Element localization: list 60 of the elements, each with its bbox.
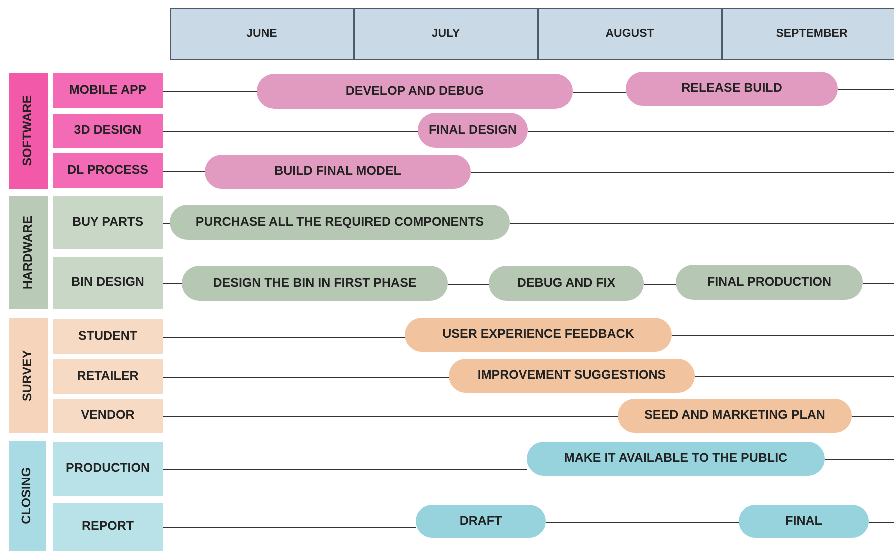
timeline-line: [162, 131, 418, 132]
timeline-line: [470, 172, 894, 173]
category-label: SURVEY: [22, 350, 36, 402]
task-bar: BUILD FINAL MODEL: [205, 155, 471, 189]
timeline-line: [528, 131, 894, 132]
timeline-line: [824, 459, 894, 460]
row-label-box: MOBILE APP: [53, 73, 163, 108]
task-bar: PURCHASE ALL THE REQUIRED COMPONENTS: [170, 205, 510, 240]
timeline-line: [838, 89, 894, 90]
row-label-box: STUDENT: [53, 319, 163, 354]
task-bar: DEVELOP AND DEBUG: [257, 74, 573, 109]
timeline-line: [852, 416, 894, 417]
timeline-line: [510, 223, 894, 224]
row-label-box: REPORT: [53, 503, 163, 551]
task-bar: RELEASE BUILD: [626, 72, 838, 106]
timeline-line: [162, 91, 258, 92]
timeline-line: [162, 416, 618, 417]
row-label-box: BIN DESIGN: [53, 257, 163, 309]
category-label: CLOSING: [20, 468, 34, 524]
task-bar: USER EXPERIENCE FEEDBACK: [405, 318, 672, 352]
month-header-cell: JUNE: [170, 8, 354, 60]
category-band: [9, 441, 46, 551]
category-label: SOFTWARE: [22, 96, 36, 166]
task-bar: MAKE IT AVAILABLE TO THE PUBLIC: [527, 442, 825, 476]
task-bar: SEED AND MARKETING PLAN: [618, 399, 852, 433]
task-bar: FINAL DESIGN: [418, 113, 528, 148]
timeline-line: [672, 335, 894, 336]
timeline-line: [162, 223, 170, 224]
timeline-line: [162, 337, 406, 338]
row-label-box: DL PROCESS: [53, 153, 163, 188]
row-label-box: 3D DESIGN: [53, 114, 163, 148]
category-band: [9, 196, 48, 309]
timeline-line: [868, 522, 894, 523]
task-bar: FINAL PRODUCTION: [676, 265, 863, 300]
task-bar: DESIGN THE BIN IN FIRST PHASE: [182, 266, 448, 301]
category-band: [9, 318, 48, 433]
timeline-line: [162, 171, 206, 172]
timeline-line: [694, 376, 894, 377]
month-header-cell: SEPTEMBER: [722, 8, 894, 60]
category-band: [9, 73, 48, 189]
timeline-line: [644, 284, 676, 285]
task-bar: FINAL: [739, 505, 869, 538]
timeline-line: [546, 522, 740, 523]
task-bar: IMPROVEMENT SUGGESTIONS: [449, 359, 695, 393]
month-header-cell: AUGUST: [538, 8, 722, 60]
timeline-line: [162, 377, 450, 378]
row-label-box: BUY PARTS: [53, 196, 163, 249]
task-bar: DEBUG AND FIX: [489, 266, 644, 301]
timeline-line: [162, 527, 416, 528]
row-label-box: RETAILER: [53, 359, 163, 394]
timeline-line: [862, 283, 894, 284]
timeline-line: [448, 284, 490, 285]
timeline-line: [162, 283, 182, 284]
row-label-box: VENDOR: [53, 399, 163, 433]
month-header-cell: JULY: [354, 8, 538, 60]
category-label: HARDWARE: [22, 216, 36, 290]
timeline-line: [162, 469, 528, 470]
timeline-line: [572, 92, 626, 93]
task-bar: DRAFT: [416, 505, 546, 538]
row-label-box: PRODUCTION: [53, 442, 163, 496]
